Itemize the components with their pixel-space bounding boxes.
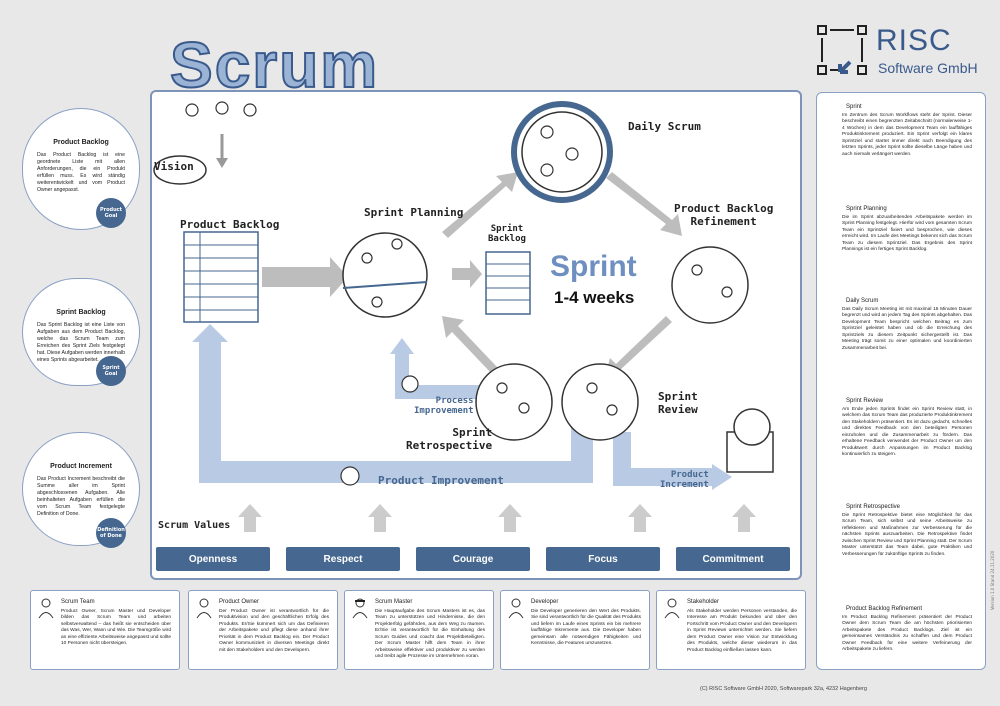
sprint-retrospective-label: Sprint Retrospective xyxy=(406,426,493,452)
section-title: Sprint Retrospective xyxy=(846,504,901,510)
stakeholder-icon xyxy=(664,598,680,619)
role-developer: Developer Die Developer generieren den W… xyxy=(500,590,650,670)
sprint-info: Sprint Im Zentrum des Scrum Workflows st… xyxy=(820,104,980,158)
section-text: Das Daily Scrum Meeting ist mit maximal … xyxy=(842,307,972,351)
scrum-values-label: Scrum Values xyxy=(158,520,231,531)
section-text: Die im Sprint abzuarbeitenden Arbeitspak… xyxy=(842,215,972,253)
section-title: Sprint Planning xyxy=(846,206,887,212)
section-title: Sprint xyxy=(846,104,862,110)
right-info-panel xyxy=(816,92,986,670)
process-improvement-label: Process Improvement xyxy=(414,396,474,416)
role-text: Die Hauptaufgabe des Scrum Masters ist e… xyxy=(375,609,485,660)
role-title: Scrum Team xyxy=(61,599,95,605)
role-text: Die Developer generieren den Wert des Pr… xyxy=(531,609,641,647)
section-title: Daily Scrum xyxy=(846,298,879,304)
section-text: Am Ende jeden Sprints findet ein Sprint … xyxy=(842,407,972,458)
risc-logo: RISC Software GmbH xyxy=(814,22,984,82)
card-title: Product Increment xyxy=(50,463,112,470)
role-title: Product Owner xyxy=(219,599,260,605)
pbr-info: Product Backlog Refinement Im Product Ba… xyxy=(820,606,980,654)
logo-subtitle: Software GmbH xyxy=(878,60,978,76)
value-courage: Courage xyxy=(416,547,530,571)
value-commitment: Commitment xyxy=(676,547,790,571)
product-increment-card: Product Increment Das Product Increment … xyxy=(22,432,140,546)
role-scrum-master: Scrum Master Die Hauptaufgabe des Scrum … xyxy=(344,590,494,670)
daily-scrum-info: Daily Scrum Das Daily Scrum Meeting ist … xyxy=(820,298,980,352)
daily-scrum-label: Daily Scrum xyxy=(628,120,701,133)
pbr-label: Product Backlog Refinement xyxy=(674,202,774,228)
card-text: Das Sprint Backlog ist eine Liste von Au… xyxy=(37,322,125,364)
role-title: Developer xyxy=(531,599,559,605)
definition-of-done-badge: Definition of Done xyxy=(96,518,126,548)
sprint-planning-info: Sprint Planning Die im Sprint abzuarbeit… xyxy=(820,206,980,254)
sprint-heading: Sprint xyxy=(550,250,637,283)
role-stakeholder: Stakeholder Als Stakeholder werden Perso… xyxy=(656,590,806,670)
sprint-goal-badge: Sprint Goal xyxy=(96,356,126,386)
sprint-planning-label: Sprint Planning xyxy=(364,206,464,219)
card-title: Product Backlog xyxy=(53,139,109,146)
version-note: Version 1.0 Stand 24.11.2020 xyxy=(990,550,995,610)
section-text: Im Product Backlog Refinement präsentier… xyxy=(842,615,972,653)
product-improvement-label: Product Improvement xyxy=(378,474,504,487)
developer-icon xyxy=(508,598,524,619)
logo-name: RISC xyxy=(876,24,952,57)
risc-logo-icon xyxy=(817,25,867,75)
card-title: Sprint Backlog xyxy=(56,309,106,316)
product-backlog-label: Product Backlog xyxy=(180,218,280,231)
product-goal-badge: Product Goal xyxy=(96,198,126,228)
sprint-review-info: Sprint Review Am Ende jeden Sprints find… xyxy=(820,398,980,459)
role-product-owner: Product Owner Der Product Owner ist vera… xyxy=(188,590,338,670)
scrum-master-icon xyxy=(352,598,368,619)
vision-label: Vision xyxy=(154,160,194,173)
product-increment-label: Product Increment xyxy=(660,470,709,490)
product-owner-icon xyxy=(196,598,212,619)
page-title: Scrum xyxy=(169,28,380,102)
role-title: Scrum Master xyxy=(375,599,413,605)
section-title: Product Backlog Refinement xyxy=(846,606,923,612)
copyright: (C) RISC Software GmbH 2020, Softwarepar… xyxy=(700,686,867,692)
team-icon xyxy=(38,598,54,619)
role-text: Der Product Owner ist verantwortlich für… xyxy=(219,609,329,653)
section-title: Sprint Review xyxy=(846,398,884,404)
card-text: Das Product Backlog ist eine geordnete L… xyxy=(37,152,125,194)
value-focus: Focus xyxy=(546,547,660,571)
role-scrum-team: Scrum Team Product Owner, Scrum Master u… xyxy=(30,590,180,670)
scrum-board: Vision Product Backlog Sprint Planning S… xyxy=(150,90,802,580)
sprint-retrospective-info: Sprint Retrospective Die Sprint Retrospe… xyxy=(820,504,980,558)
sprint-review-label: Sprint Review xyxy=(658,390,698,416)
card-text: Das Product Increment beschreibt die Sum… xyxy=(37,476,125,518)
value-openness: Openness xyxy=(156,547,270,571)
section-text: Im Zentrum des Scrum Workflows steht der… xyxy=(842,113,972,157)
sprint-duration: 1-4 weeks xyxy=(554,288,635,307)
role-text: Product Owner, Scrum Master und Develope… xyxy=(61,609,171,647)
section-text: Die Sprint Retrospektive bietet eine Mög… xyxy=(842,513,972,557)
board-graphics xyxy=(153,101,774,532)
value-respect: Respect xyxy=(286,547,400,571)
role-title: Stakeholder xyxy=(687,599,720,605)
role-text: Als Stakeholder werden Personen verstand… xyxy=(687,609,797,653)
sprint-backlog-label: Sprint Backlog xyxy=(488,224,526,244)
